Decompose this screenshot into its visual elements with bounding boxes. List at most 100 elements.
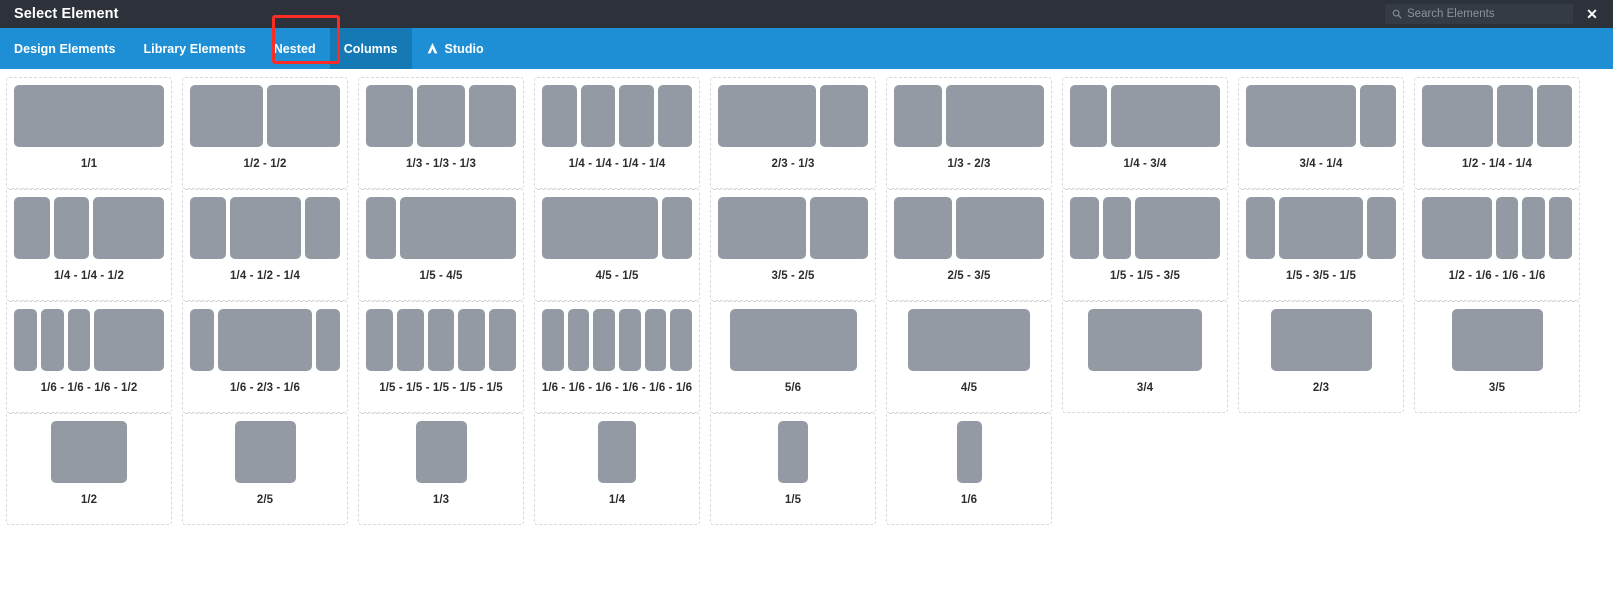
column-layout-preview <box>190 309 341 371</box>
tab-design-elements[interactable]: Design Elements <box>0 28 129 69</box>
column-block <box>14 85 164 147</box>
column-layout-card[interactable]: 3/4 <box>1062 301 1228 413</box>
column-layout-card[interactable]: 3/4 - 1/4 <box>1238 77 1404 189</box>
column-block <box>619 309 641 371</box>
column-layout-card[interactable]: 1/1 <box>6 77 172 189</box>
column-block <box>657 85 692 147</box>
search-input[interactable] <box>1407 4 1573 24</box>
column-layout-card[interactable]: 1/3 - 2/3 <box>886 77 1052 189</box>
column-layout-label: 2/5 <box>256 494 274 506</box>
column-layout-card[interactable]: 1/6 - 1/6 - 1/6 - 1/6 - 1/6 - 1/6 <box>534 301 700 413</box>
column-block <box>458 309 486 371</box>
tab-columns[interactable]: Columns <box>329 28 412 69</box>
column-block <box>819 85 868 147</box>
column-block <box>541 309 564 371</box>
column-block <box>1422 197 1492 259</box>
column-layout-label: 1/2 <box>80 494 98 506</box>
column-layout-preview <box>14 197 164 259</box>
column-block <box>1367 197 1396 259</box>
column-layout-preview <box>14 85 164 147</box>
column-layout-label: 3/5 <box>1488 382 1506 394</box>
column-layout-card[interactable]: 1/4 <box>534 413 700 525</box>
column-layout-card[interactable]: 2/5 <box>182 413 348 525</box>
column-block <box>217 309 313 371</box>
column-layout-card[interactable]: 1/5 - 4/5 <box>358 189 524 301</box>
column-layout-card[interactable]: 1/5 - 3/5 - 1/5 <box>1238 189 1404 301</box>
column-layout-card[interactable]: 1/2 - 1/2 <box>182 77 348 189</box>
column-block <box>1549 197 1572 259</box>
tab-studio[interactable]: Studio <box>412 28 498 69</box>
header-actions: ✕ <box>1385 4 1601 24</box>
column-block <box>14 197 50 259</box>
column-block <box>1070 197 1099 259</box>
column-layout-card[interactable]: 1/5 - 1/5 - 1/5 - 1/5 - 1/5 <box>358 301 524 413</box>
column-layout-preview <box>14 309 164 371</box>
column-block <box>1270 309 1372 371</box>
column-layout-card[interactable]: 1/4 - 1/4 - 1/2 <box>6 189 172 301</box>
column-layout-card[interactable]: 2/3 - 1/3 <box>710 77 876 189</box>
column-layout-preview <box>541 309 693 371</box>
column-layout-label: 1/2 - 1/2 <box>243 158 287 170</box>
column-block <box>1110 85 1220 147</box>
column-layout-label: 1/5 - 1/5 - 3/5 <box>1110 270 1180 282</box>
column-layout-card[interactable]: 4/5 <box>886 301 1052 413</box>
column-layout-card[interactable]: 3/5 <box>1414 301 1580 413</box>
column-layout-card[interactable]: 1/2 <box>6 413 172 525</box>
column-layout-card[interactable]: 1/3 <box>358 413 524 525</box>
column-layout-preview <box>1070 197 1220 259</box>
column-layout-card[interactable]: 2/5 - 3/5 <box>886 189 1052 301</box>
column-block <box>67 309 91 371</box>
column-layout-card[interactable]: 4/5 - 1/5 <box>534 189 700 301</box>
close-icon[interactable]: ✕ <box>1586 6 1598 22</box>
column-layout-label: 3/4 <box>1136 382 1154 394</box>
tab-label: Studio <box>444 41 484 56</box>
column-layout-card[interactable]: 5/6 <box>710 301 876 413</box>
column-layout-card[interactable]: 1/4 - 1/4 - 1/4 - 1/4 <box>534 77 700 189</box>
column-layout-preview <box>190 421 340 483</box>
column-block <box>718 197 806 259</box>
column-layout-card[interactable]: 1/5 <box>710 413 876 525</box>
column-block <box>956 197 1044 259</box>
column-block <box>267 85 340 147</box>
column-block <box>93 197 164 259</box>
column-layout-card[interactable]: 1/6 - 2/3 - 1/6 <box>182 301 348 413</box>
column-block <box>190 309 214 371</box>
column-block <box>366 309 393 371</box>
tab-label: Design Elements <box>14 41 116 56</box>
column-block <box>190 85 263 147</box>
column-layout-card[interactable]: 1/5 - 1/5 - 3/5 <box>1062 189 1228 301</box>
column-layout-card[interactable]: 1/6 <box>886 413 1052 525</box>
tab-nested[interactable]: Nested <box>260 28 330 69</box>
column-layout-preview <box>894 197 1044 259</box>
column-layout-label: 4/5 <box>960 382 978 394</box>
column-layout-preview <box>894 421 1044 483</box>
column-layout-preview <box>366 197 516 259</box>
column-layout-label: 1/5 <box>784 494 802 506</box>
column-block <box>542 85 577 147</box>
column-layout-preview <box>1422 309 1572 371</box>
column-layout-label: 2/3 - 1/3 <box>771 158 815 170</box>
column-layout-card[interactable]: 2/3 <box>1238 301 1404 413</box>
column-block <box>593 309 615 371</box>
tab-library-elements[interactable]: Library Elements <box>129 28 259 69</box>
column-block <box>14 309 37 371</box>
column-layout-card[interactable]: 1/2 - 1/4 - 1/4 <box>1414 77 1580 189</box>
studio-logo-icon <box>427 42 437 54</box>
column-layout-card[interactable]: 1/3 - 1/3 - 1/3 <box>358 77 524 189</box>
column-layout-preview <box>366 309 516 371</box>
column-layout-card[interactable]: 1/4 - 1/2 - 1/4 <box>182 189 348 301</box>
column-layout-card[interactable]: 3/5 - 2/5 <box>710 189 876 301</box>
column-layout-card[interactable]: 1/6 - 1/6 - 1/6 - 1/2 <box>6 301 172 413</box>
search-box[interactable] <box>1385 4 1573 24</box>
column-block <box>1359 85 1396 147</box>
column-layout-label: 1/6 <box>960 494 978 506</box>
column-block <box>316 309 341 371</box>
column-layout-preview <box>718 309 868 371</box>
column-layout-card[interactable]: 1/4 - 3/4 <box>1062 77 1228 189</box>
column-block <box>1278 197 1364 259</box>
column-layout-card[interactable]: 1/2 - 1/6 - 1/6 - 1/6 <box>1414 189 1580 301</box>
column-block <box>1522 197 1546 259</box>
column-layout-preview <box>718 197 868 259</box>
column-layout-preview <box>1070 309 1220 371</box>
column-block <box>51 421 127 483</box>
